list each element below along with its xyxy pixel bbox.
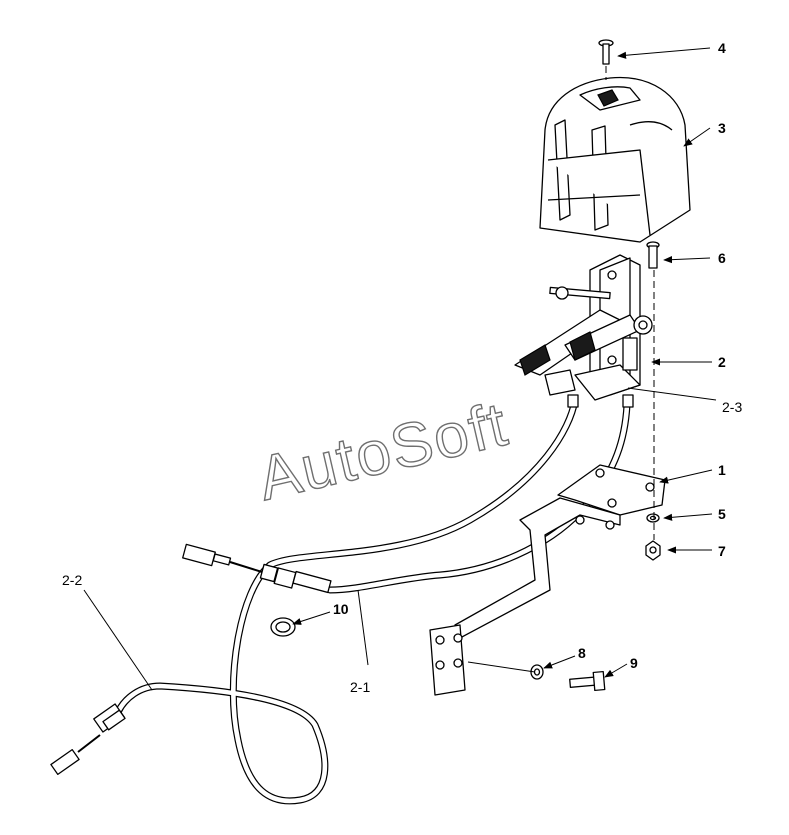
watermark-text: AutoSoft [252,390,515,514]
mounting-bolt [569,670,606,692]
callout-2-3: 2-3 [722,399,742,415]
nut-hardware [645,540,661,561]
callout-4: 4 [718,40,726,56]
callout-2: 2 [718,354,726,370]
callout-1: 1 [718,462,726,478]
bolt-hardware [646,241,660,269]
callout-9: 9 [630,655,638,671]
callout-2-1: 2-1 [350,679,370,695]
callout-8: 8 [578,645,586,661]
callout-labels: 4 3 6 2 2-3 1 5 7 8 9 10 2-1 2-2 [62,40,742,695]
cable-end-fitting-lower [50,703,126,776]
callout-6: 6 [718,250,726,266]
housing-cover [539,76,691,243]
cable-end-fitting-upper [182,543,332,594]
control-lever-assembly [514,254,653,408]
callout-10: 10 [333,601,349,617]
callout-3: 3 [718,120,726,136]
washer-hardware [646,513,660,523]
callout-2-2: 2-2 [62,572,82,588]
cable-clip [270,617,296,637]
mounting-bracket [429,464,666,696]
flat-washer [530,664,544,680]
callout-5: 5 [718,506,726,522]
callout-7: 7 [718,543,726,559]
leader-lines [83,47,717,691]
cable-assembly [114,396,631,805]
screw-hardware [598,39,614,65]
